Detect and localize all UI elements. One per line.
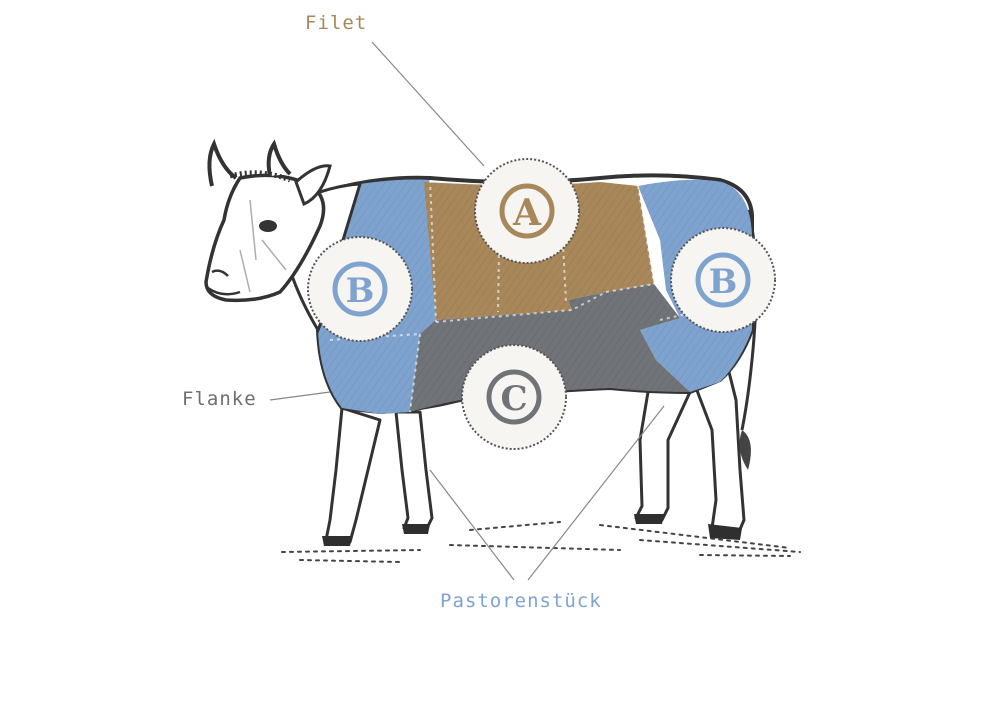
leader-lines <box>269 41 665 581</box>
label-pastorenstueck: Pastorenstück <box>440 590 602 612</box>
badge-a-letter: A <box>512 192 542 234</box>
badge-b-rear: B <box>670 227 776 333</box>
cow-head <box>204 138 332 303</box>
label-flanke: Flanke <box>182 388 257 410</box>
ground-shadow <box>281 521 801 563</box>
cow-hooves <box>322 514 742 546</box>
label-filet: Filet <box>305 12 368 34</box>
badge-b-front-letter: B <box>346 271 375 311</box>
badge-c-letter: C <box>500 379 527 419</box>
badge-a: A <box>474 158 580 264</box>
badge-b-front: B <box>307 236 413 342</box>
badge-b-rear-letter: B <box>709 262 738 302</box>
badge-c: C <box>461 344 567 450</box>
